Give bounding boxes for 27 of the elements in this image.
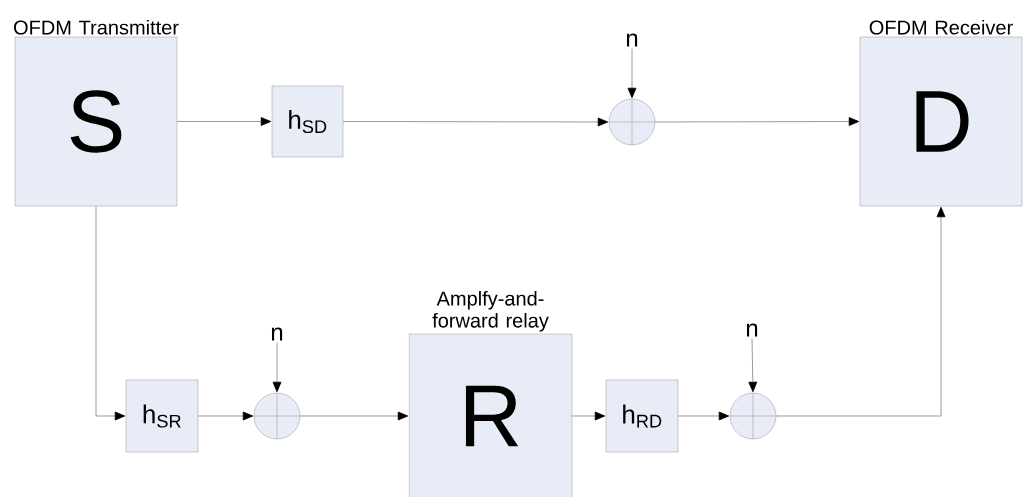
arrow <box>299 411 409 421</box>
channel-box: h$_{RD}$ <box>605 379 679 453</box>
channel-box: h$_{SD}$ <box>271 85 344 158</box>
block-box: D <box>859 36 1023 207</box>
arrow <box>342 117 609 127</box>
arrow <box>654 117 860 126</box>
block-box: R <box>408 333 573 497</box>
summing-junction <box>608 98 656 146</box>
channel-box: h$_{SR}$ <box>125 379 199 453</box>
block-heading: Amplfy-and-forward relay <box>432 290 549 332</box>
arrow <box>775 206 946 417</box>
noise-label: n <box>271 327 283 341</box>
arrow <box>95 205 126 421</box>
noise-label: n <box>746 323 758 337</box>
arrow <box>176 117 272 126</box>
arrow <box>197 411 254 421</box>
block-heading: OFDM Transmitter <box>14 19 179 35</box>
summing-junction <box>729 392 777 440</box>
block-heading: OFDM Receiver <box>869 19 1013 35</box>
noise-label: n <box>626 33 638 47</box>
block-box: S <box>14 36 178 207</box>
arrow <box>677 411 730 421</box>
arrow <box>272 342 282 393</box>
arrow <box>571 411 606 421</box>
arrow <box>627 48 637 99</box>
arrow <box>748 338 758 393</box>
summing-junction <box>253 392 301 440</box>
